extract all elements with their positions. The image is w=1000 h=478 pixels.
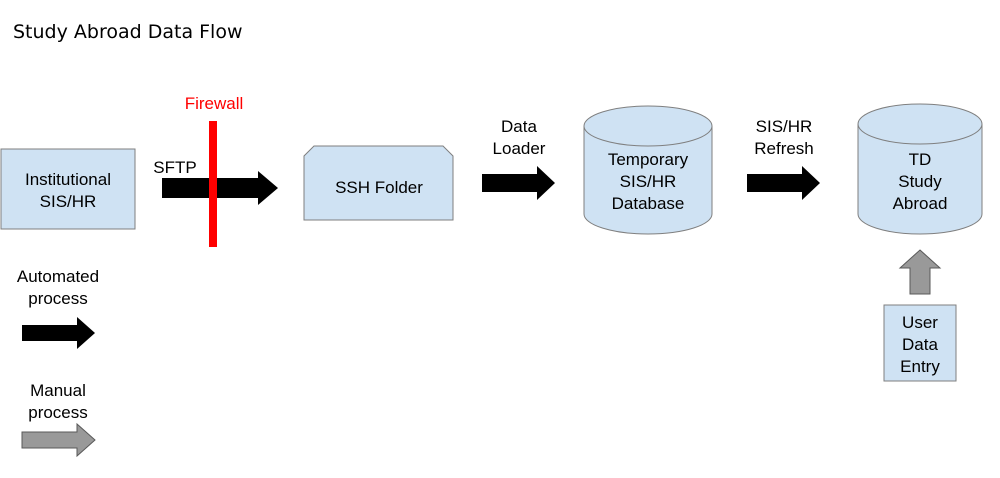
user-entry-label-line-2: Data <box>902 335 938 354</box>
legend-manual-arrow <box>21 422 96 458</box>
firewall-line <box>209 121 217 247</box>
td-study-abroad-node: TD Study Abroad <box>857 103 983 235</box>
sftp-label: SFTP <box>153 158 196 177</box>
user-entry-arrow <box>898 249 942 295</box>
legend-automated-line-1: Automated <box>17 267 99 286</box>
firewall-label: Firewall <box>185 94 244 113</box>
td-label-line-2: Study <box>898 172 942 191</box>
user-data-entry-node: User Data Entry <box>883 304 957 382</box>
temp-db-label-line-1: Temporary <box>608 150 689 169</box>
legend-automated-arrow <box>22 317 95 349</box>
institutional-label-line-2: SIS/HR <box>40 192 97 211</box>
td-label-line-3: Abroad <box>893 194 948 213</box>
user-entry-label-line-3: Entry <box>900 357 940 376</box>
data-loader-label-line-2: Loader <box>493 139 546 158</box>
institutional-label-line-1: Institutional <box>25 170 111 189</box>
legend-manual-line-1: Manual <box>30 381 86 400</box>
legend-automated: Automated process <box>17 267 99 349</box>
refresh-label-line-2: Refresh <box>754 139 814 158</box>
sftp-arrow <box>162 171 278 205</box>
data-loader-arrow <box>482 166 555 200</box>
ssh-folder-node: SSH Folder <box>303 145 454 221</box>
refresh-arrow <box>747 166 820 200</box>
user-entry-label-line-1: User <box>902 313 938 332</box>
legend-manual-line-2: process <box>28 403 88 422</box>
data-loader-label-line-1: Data <box>501 117 537 136</box>
ssh-folder-label: SSH Folder <box>335 178 423 197</box>
temp-db-label-line-2: SIS/HR <box>620 172 677 191</box>
temporary-database-node: Temporary SIS/HR Database <box>583 105 713 235</box>
refresh-label-line-1: SIS/HR <box>756 117 813 136</box>
institutional-sis-hr-node: Institutional SIS/HR <box>0 148 136 230</box>
legend-manual: Manual process <box>21 381 96 458</box>
diagram-title: Study Abroad Data Flow <box>13 21 243 43</box>
td-label-line-1: TD <box>909 150 932 169</box>
temp-db-label-line-3: Database <box>612 194 685 213</box>
legend-automated-line-2: process <box>28 289 88 308</box>
